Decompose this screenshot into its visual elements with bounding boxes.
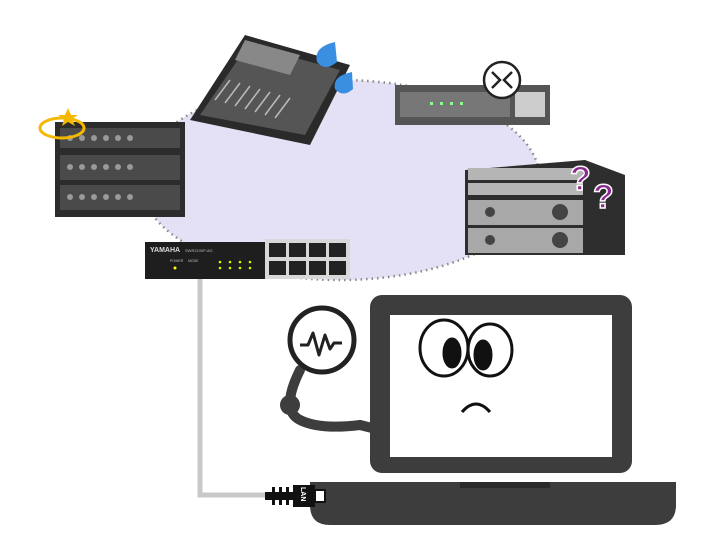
amplifier [395, 85, 550, 125]
sweat-drop-icon [316, 42, 353, 94]
switch-model: SWR2100P-8G [185, 248, 213, 253]
dizzy-icon [38, 108, 86, 140]
processor-rack-stack [465, 160, 625, 255]
squinting-face-icon [482, 60, 522, 100]
magnifier-waveform-icon [280, 305, 377, 433]
question-mark-icon: ? [570, 160, 591, 198]
mixing-console [190, 35, 350, 145]
laptop-base [310, 482, 676, 525]
lan-cable [197, 275, 272, 498]
stagebox-rack [55, 122, 185, 217]
switch-brand: YAMAHA [150, 247, 180, 254]
lan-label: LAN [299, 487, 306, 501]
switch-mode-label: MODE [188, 259, 199, 263]
switch-power-label: POWER [170, 259, 184, 263]
lan-connector: LAN [265, 485, 326, 507]
question-mark-icon: ? [593, 178, 614, 216]
worried-face-icon [418, 318, 514, 414]
network-switch: YAMAHA SWR2100P-8G POWER MODE [145, 239, 350, 279]
